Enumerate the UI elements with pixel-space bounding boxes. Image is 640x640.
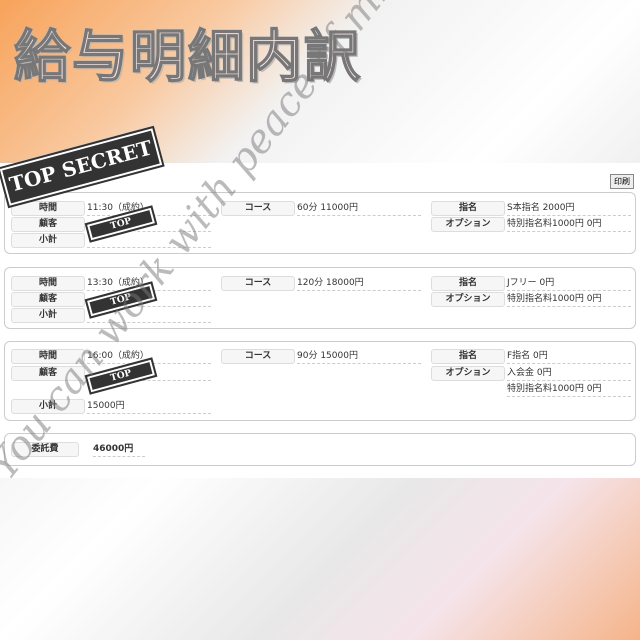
customer-label: 顧客 <box>11 292 85 307</box>
commission-value: 46000円 <box>93 442 145 457</box>
option-label: オプション <box>431 217 505 232</box>
commission-card: 委託費 46000円 <box>4 433 636 466</box>
customer-value <box>87 217 211 232</box>
subtotal-label: 小計 <box>11 308 85 323</box>
course-label: コース <box>221 276 295 291</box>
customer-value <box>87 366 211 381</box>
nomination-value: S本指名 2000円 <box>507 201 631 216</box>
option-label: オプション <box>431 366 505 381</box>
subtotal-label: 小計 <box>11 233 85 248</box>
subtotal-label: 小計 <box>11 399 85 414</box>
course-label: コース <box>221 349 295 364</box>
commission-label: 委託費 <box>11 442 79 457</box>
course-label: コース <box>221 201 295 216</box>
nomination-label: 指名 <box>431 349 505 364</box>
subtotal-value: 15000円 <box>87 399 211 414</box>
option-label: オプション <box>431 292 505 307</box>
page-title: 給与明細内訳 <box>13 24 362 91</box>
subtotal-value <box>87 233 211 248</box>
customer-value <box>87 292 211 307</box>
option-value: 特別指名料1000円 0円 <box>507 217 631 232</box>
print-button[interactable]: 印刷 <box>610 174 634 189</box>
subtotal-value <box>87 308 211 323</box>
course-value: 60分 11000円 <box>297 201 421 216</box>
nomination-value: F指名 0円 <box>507 349 631 364</box>
nomination-value: Jフリー 0円 <box>507 276 631 291</box>
customer-label: 顧客 <box>11 366 85 381</box>
course-value: 90分 15000円 <box>297 349 421 364</box>
option-value: 特別指名料1000円 0円 <box>507 382 631 397</box>
option-value: 入会金 0円 <box>507 366 631 381</box>
time-label: 時間 <box>11 201 85 216</box>
time-label: 時間 <box>11 349 85 364</box>
customer-label: 顧客 <box>11 217 85 232</box>
nomination-label: 指名 <box>431 201 505 216</box>
time-label: 時間 <box>11 276 85 291</box>
nomination-label: 指名 <box>431 276 505 291</box>
course-value: 120分 18000円 <box>297 276 421 291</box>
option-value: 特別指名料1000円 0円 <box>507 292 631 307</box>
record-card-2: 時間 13:30（成約） 顧客 小計 コース 120分 18000円 指名 Jフ… <box>4 267 636 329</box>
